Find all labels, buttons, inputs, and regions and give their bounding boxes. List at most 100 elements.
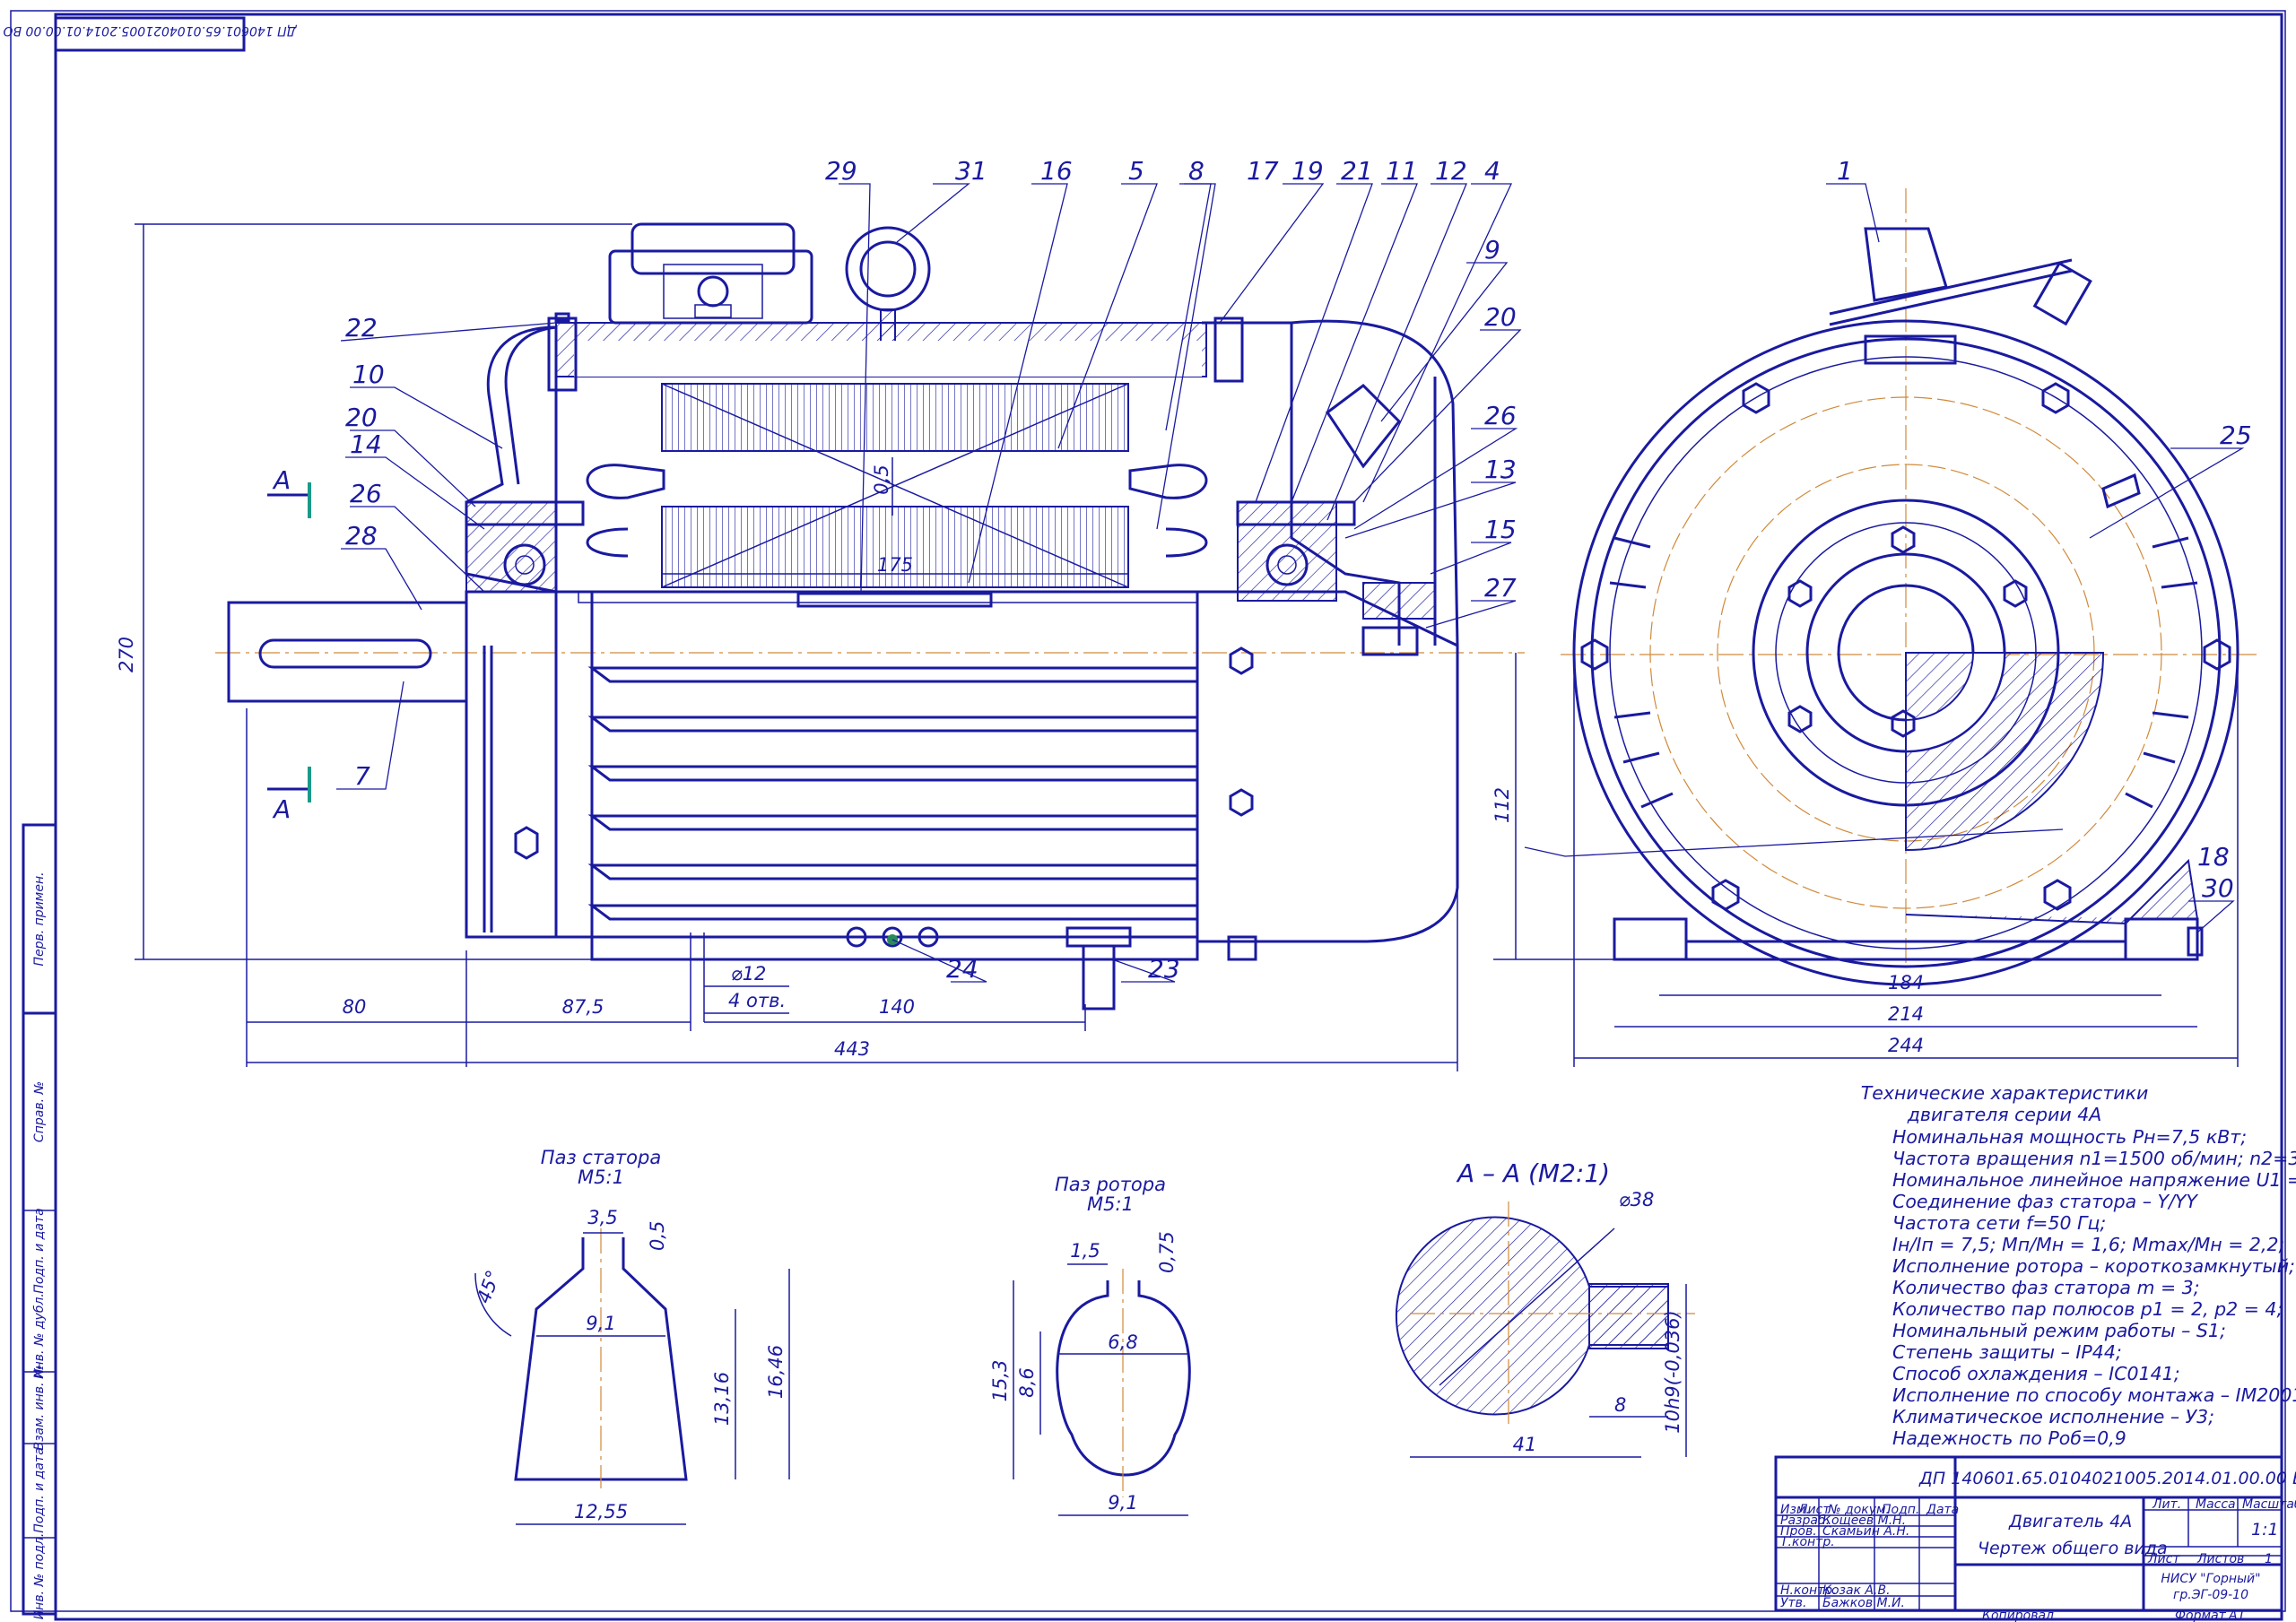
leader-23: 23 — [1148, 954, 1180, 984]
strip-label: Инв. № дубл. — [32, 1293, 47, 1379]
leader-17: 17 — [1247, 156, 1279, 186]
title-block-name-1: Двигатель 4А — [2008, 1512, 2132, 1531]
spec-line: Соединение фаз статора – Y/YY — [1892, 1191, 2198, 1212]
tb-row-date: Дата — [1926, 1503, 1959, 1517]
front-view-dimensions: 184 214 244 — [1573, 664, 2239, 1067]
stator-slot-detail: Паз статора М5:1 3,5 0,5 9,1 13,16 16,46… — [473, 1147, 790, 1525]
side-view-dimensions: 270 0,5 175 80 87,5 ⌀12 4 отв. 140 443 1… — [116, 223, 1614, 1071]
tb-row-sign: Подп. — [1882, 1503, 1919, 1517]
leader-14: 14 — [350, 429, 382, 459]
leader-20: 20 — [1484, 302, 1517, 332]
leader-28: 28 — [345, 521, 378, 551]
spec-line: Надежность по Pоб=0,9 — [1892, 1427, 2126, 1449]
rotor-slot-detail: Паз ротора М5:1 1,5 0,75 6,8 8,6 15,3 9,… — [989, 1174, 1191, 1516]
leader-10: 10 — [352, 360, 385, 389]
stator-slot-title: Паз статора — [541, 1147, 661, 1168]
leader-16: 16 — [1040, 156, 1073, 186]
leader-11: 11 — [1386, 156, 1418, 186]
spec-line: Степень защиты – IP44; — [1892, 1341, 2122, 1363]
leader-4: 4 — [1484, 156, 1500, 186]
specs-title-2: двигателя серии 4А — [1907, 1104, 2102, 1125]
dim-16-46: 16,46 — [765, 1345, 787, 1399]
tb-row-role: Пров. — [1780, 1524, 1817, 1539]
tb-org-1: НИСУ "Горный" — [2161, 1572, 2260, 1586]
leader-18: 18 — [2197, 842, 2230, 872]
strip-label: Инв. № подл. — [32, 1533, 47, 1620]
dim-45-deg: 45° — [473, 1268, 504, 1306]
dim-15-3: 15,3 — [989, 1360, 1011, 1402]
dim-12-55: 12,55 — [574, 1501, 628, 1522]
title-block-name-2: Чертеж общего вида — [1978, 1539, 2168, 1558]
dim-0-5: 0,5 — [647, 1221, 668, 1251]
technical-specifications: Технические характеристики двигателя сер… — [1861, 1082, 2296, 1449]
tb-sheet: Лист — [2147, 1552, 2180, 1566]
tb-row-name: Кощеев М.Н. — [1822, 1514, 1906, 1528]
tb-row-role: Утв. — [1780, 1596, 1806, 1610]
top-stamp: ДП 140601.65.0104021005.2014.01.00.00 ВО — [3, 23, 297, 38]
leader-5: 5 — [1128, 156, 1144, 186]
dim-d12: ⌀12 — [731, 963, 766, 984]
spec-line: Способ охлаждения – IC0141; — [1892, 1363, 2180, 1384]
dim-443: 443 — [834, 1038, 870, 1060]
rotor-slot-title: Паз ротора — [1055, 1174, 1166, 1195]
spec-line: Исполнение по способу монтажа – IM2001; — [1892, 1384, 2296, 1406]
leader-31: 31 — [955, 156, 987, 186]
dim-9-1: 9,1 — [586, 1313, 615, 1334]
tb-row-role: Н.контр. — [1780, 1583, 1837, 1598]
part-leaders: 1 4 5 7 8 9 10 11 12 13 14 15 16 18 17 1… — [336, 156, 2252, 984]
leader-22: 22 — [345, 313, 378, 343]
dim-3-5: 3,5 — [587, 1207, 617, 1228]
title-block: ДП 140601.65.0104021005.2014.01.00.00 ВО… — [1774, 1455, 2296, 1622]
strip-label: Подп. и дата — [32, 1208, 47, 1293]
tb-copied: Копировал — [1982, 1609, 2054, 1622]
cooling-fins — [587, 666, 1199, 921]
motor-front-view — [1561, 188, 2260, 986]
leader-19: 19 — [1292, 156, 1324, 186]
dim-140: 140 — [879, 996, 915, 1018]
dim-175: 175 — [877, 554, 913, 576]
dim-8-6: 8,6 — [1016, 1367, 1038, 1397]
leader-12: 12 — [1435, 156, 1467, 186]
leader-1: 1 — [1837, 156, 1853, 186]
tb-sheets: Листов — [2196, 1552, 2244, 1566]
dim-d38: ⌀38 — [1619, 1189, 1654, 1210]
drawing-frame: ДП 140601.65.0104021005.2014.01.00.00 ВО — [3, 10, 2286, 1621]
dim-87-5: 87,5 — [562, 996, 604, 1018]
leader-15: 15 — [1484, 515, 1517, 544]
tb-row-name: Скамьин А.Н. — [1822, 1524, 1909, 1539]
spec-line: Климатическое исполнение – У3; — [1892, 1406, 2214, 1427]
rotor-slot-scale: М5:1 — [1087, 1193, 1134, 1215]
motor-side-view: А А — [215, 222, 1525, 1010]
strip-label: Подп. и дата — [32, 1447, 47, 1532]
dim-184: 184 — [1888, 972, 1924, 993]
tb-row-role: Изм. — [1780, 1503, 1810, 1517]
strip-label: Справ. № — [32, 1081, 47, 1142]
dim-4-holes: 4 отв. — [728, 990, 786, 1011]
leader-25: 25 — [2220, 421, 2252, 450]
side-strip: Перв. примен. Справ. № Подп. и дата Инв.… — [22, 823, 57, 1620]
tb-row-name: Лист — [1797, 1503, 1831, 1517]
dim-13-16: 13,16 — [711, 1372, 733, 1426]
leader-7: 7 — [354, 761, 370, 791]
section-mark-a: А — [272, 794, 291, 824]
leader-29: 29 — [825, 156, 857, 186]
dim-0-75: 0,75 — [1156, 1231, 1178, 1273]
tb-format: Формат — [2175, 1609, 2227, 1622]
tb-row-doc: № докум. — [1827, 1503, 1890, 1517]
dim-244: 244 — [1888, 1035, 1924, 1056]
spec-line: Количество фаз статора m = 3; — [1892, 1277, 2200, 1298]
spec-line: Номинальное линейное напряжение U1 = 220… — [1892, 1169, 2296, 1191]
leader-30: 30 — [2202, 873, 2234, 903]
spec-line: Частота вращения n1=1500 об/мин; n2=3000… — [1892, 1148, 2296, 1169]
leader-9: 9 — [1484, 235, 1500, 265]
spec-line: Частота сети f=50 Гц; — [1892, 1212, 2106, 1234]
leader-26: 26 — [350, 479, 382, 508]
spec-line: Iн/Iп = 7,5; Mп/Mн = 1,6; Mmax/Mн = 2,2; — [1892, 1234, 2284, 1255]
spec-line: Количество пар полюсов p1 = 2, p2 = 4; — [1892, 1298, 2283, 1320]
dim-0-5: 0,5 — [871, 464, 892, 494]
section-mark-a: А — [272, 465, 291, 495]
title-block-code: ДП 140601.65.0104021005.2014.01.00.00 ВО — [1918, 1469, 2296, 1488]
tb-org-2: гр.ЭГ-09-10 — [2173, 1588, 2248, 1602]
dim-1-5: 1,5 — [1070, 1240, 1100, 1262]
